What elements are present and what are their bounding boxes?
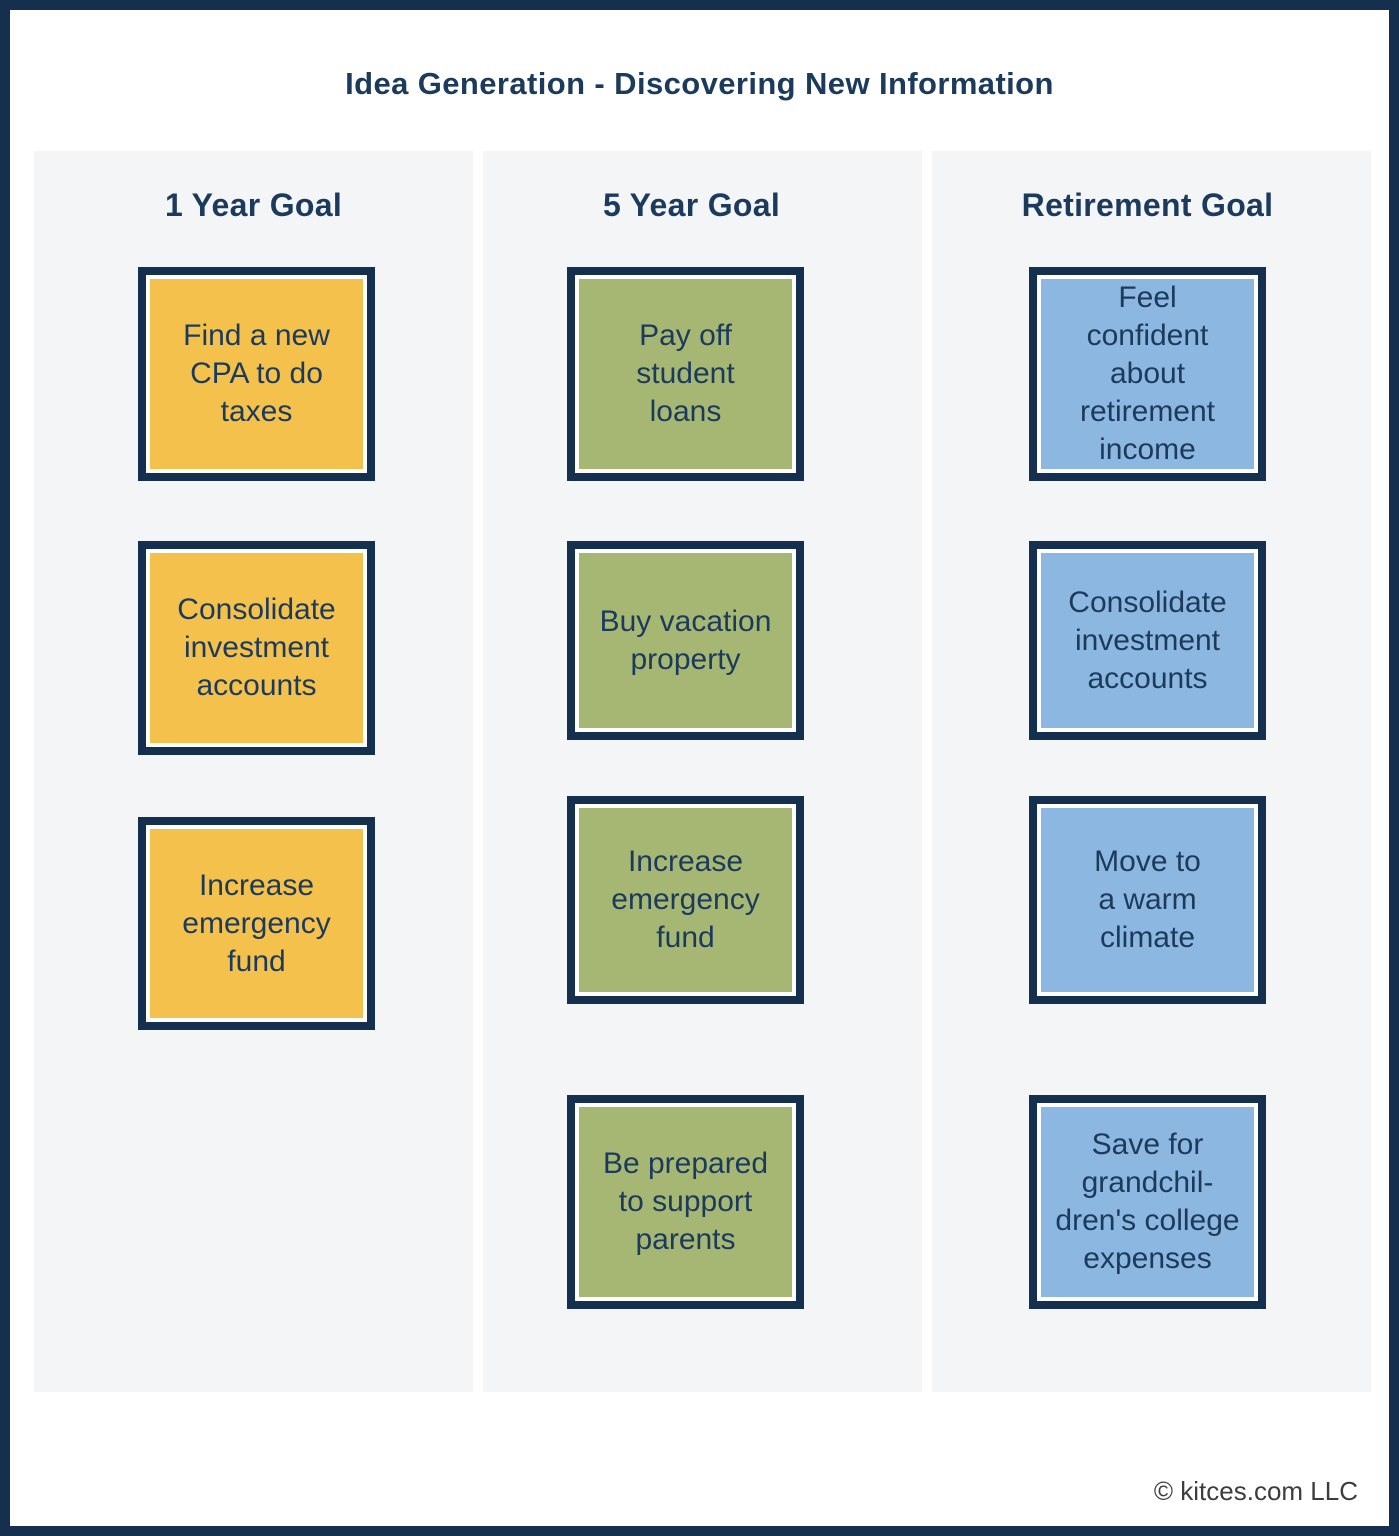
goal-box-fill: Consolidate investment accounts	[1041, 553, 1254, 728]
goal-box-fill: Increase emergency fund	[150, 829, 363, 1018]
column-5-year-goal: 5 Year Goal Pay off student loans Buy va…	[483, 151, 922, 1392]
goal-box-fill: Feel confident about retirement income	[1041, 279, 1254, 469]
goal-box: Move to a warm climate	[1029, 796, 1266, 1004]
goal-box-text: Increase emergency fund	[611, 845, 760, 954]
goal-box: Increase emergency fund	[138, 817, 375, 1030]
goal-box-fill: Buy vacation property	[579, 553, 792, 728]
goal-box-fill: Save for grandchil- dren's college expen…	[1041, 1107, 1254, 1297]
goal-box-text: Pay off student loans	[636, 319, 735, 428]
column-header-retirement: Retirement Goal	[1021, 187, 1274, 223]
goal-box: Consolidate investment accounts	[138, 541, 375, 755]
goal-box: Buy vacation property	[567, 541, 804, 740]
goal-box-text: Be prepared to support parents	[602, 1147, 769, 1256]
goal-box-text: Consolidate investment accounts	[177, 593, 336, 702]
column-header-5-year: 5 Year Goal	[602, 187, 781, 223]
goal-box-text: Increase emergency fund	[182, 868, 331, 978]
goal-columns: 1 Year Goal Find a new CPA to do taxes C…	[34, 151, 1371, 1392]
goal-box-fill: Move to a warm climate	[1041, 808, 1254, 992]
goal-box: Consolidate investment accounts	[1029, 541, 1266, 740]
goal-box-fill: Consolidate investment accounts	[150, 553, 363, 743]
goal-box: Feel confident about retirement income	[1029, 267, 1266, 481]
goal-box-text: Consolidate investment accounts	[1068, 585, 1227, 695]
goal-box-fill: Find a new CPA to do taxes	[150, 279, 363, 469]
goal-box-fill: Pay off student loans	[579, 279, 792, 469]
goal-box-text: Buy vacation property	[599, 604, 772, 676]
column-retirement-goal: Retirement Goal Feel confident about ret…	[932, 151, 1371, 1392]
copyright-text: © kitces.com LLC	[1153, 1476, 1358, 1506]
goal-box-fill: Increase emergency fund	[579, 808, 792, 992]
goal-box: Save for grandchil- dren's college expen…	[1029, 1095, 1266, 1309]
goal-box: Find a new CPA to do taxes	[138, 267, 375, 481]
goal-box-text: Move to a warm climate	[1094, 845, 1201, 954]
column-1-year-goal: 1 Year Goal Find a new CPA to do taxes C…	[34, 151, 473, 1392]
goal-box: Pay off student loans	[567, 267, 804, 481]
page-title: Idea Generation - Discovering New Inform…	[345, 66, 1054, 101]
goal-box-text: Save for grandchil- dren's college expen…	[1055, 1128, 1240, 1275]
goal-box-text: Find a new CPA to do taxes	[183, 319, 330, 428]
goal-box-fill: Be prepared to support parents	[579, 1107, 792, 1297]
goal-box: Be prepared to support parents	[567, 1095, 804, 1309]
column-header-1-year: 1 Year Goal	[164, 187, 343, 223]
goal-box: Increase emergency fund	[567, 796, 804, 1004]
goal-box-text: Feel confident about retirement income	[1079, 281, 1216, 466]
